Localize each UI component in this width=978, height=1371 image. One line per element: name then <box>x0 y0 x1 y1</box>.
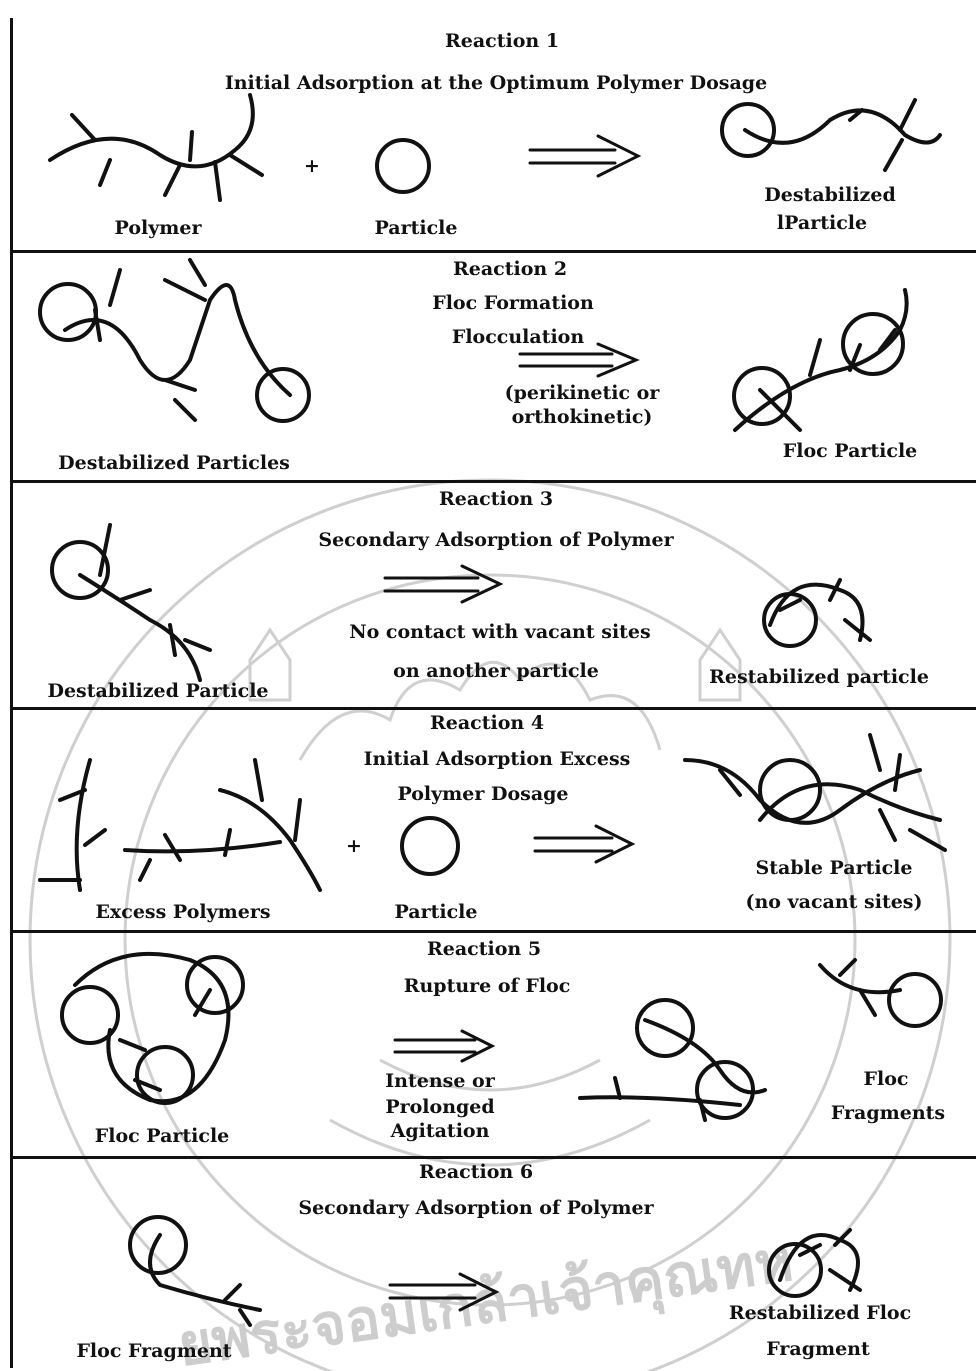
r6-label-floc-fragment: Floc Fragment <box>76 1340 231 1362</box>
r1-label-polymer: Polymer <box>115 217 202 239</box>
r4-label-no-vacant-sites: (no vacant sites) <box>746 891 923 913</box>
r1-arrow <box>530 136 638 176</box>
r4-excess-polymers <box>40 760 320 890</box>
r1-title: Reaction 1 <box>445 30 559 52</box>
r2-title: Reaction 2 <box>453 258 567 280</box>
r3-title: Reaction 3 <box>439 488 553 510</box>
r5-note-1: Intense or <box>385 1070 494 1092</box>
r4-stable-particle <box>685 735 945 850</box>
r2-label-destabilized-particles: Destabilized Particles <box>58 452 290 474</box>
r6-restabilized-floc-fragment <box>769 1230 860 1296</box>
r4-plus: + <box>346 835 362 857</box>
r6-label-fragment: Fragment <box>766 1338 870 1360</box>
r5-floc-particle <box>62 954 243 1103</box>
r1-polymer-chain <box>50 95 262 200</box>
r5-label-floc: Floc <box>864 1068 909 1090</box>
r5-note-3: Agitation <box>391 1120 490 1142</box>
r1-label-particle-2: lParticle <box>777 212 867 234</box>
r4-particle-circle <box>402 818 458 874</box>
r1-particle-circle <box>377 140 429 192</box>
r1-label-particle: Particle <box>375 217 458 239</box>
r2-subtitle-1: Floc Formation <box>432 292 594 314</box>
r3-note-1: No contact with vacant sites <box>349 621 650 643</box>
r3-restabilized-particle <box>764 580 870 646</box>
r2-subtitle-2: Flocculation <box>452 326 584 348</box>
r6-title: Reaction 6 <box>419 1161 533 1183</box>
r4-arrow <box>535 826 632 862</box>
r5-label-floc-particle: Floc Particle <box>95 1125 230 1147</box>
r4-label-particle: Particle <box>395 901 478 923</box>
r6-subtitle: Secondary Adsorption of Polymer <box>298 1197 653 1219</box>
r5-floc-fragments <box>580 960 941 1120</box>
r3-note-2: on another particle <box>393 660 599 682</box>
r4-title: Reaction 4 <box>430 712 544 734</box>
r1-plus: + <box>304 155 320 177</box>
r3-arrow <box>385 566 500 602</box>
r3-label-destabilized-particle: Destabilized Particle <box>47 680 268 702</box>
r2-note-2: orthokinetic) <box>512 406 653 428</box>
r2-label-floc-particle: Floc Particle <box>783 440 918 462</box>
r4-subtitle-1: Initial Adsorption Excess <box>364 748 631 770</box>
r4-label-stable-particle: Stable Particle <box>756 857 913 879</box>
r2-destabilized-particles <box>40 260 309 421</box>
r2-floc-particle <box>734 290 907 430</box>
r6-arrow <box>390 1274 496 1310</box>
r1-destabilized-particle <box>722 100 940 170</box>
r1-label-destabilized: Destabilized <box>764 184 895 206</box>
r6-floc-fragment <box>130 1217 260 1325</box>
r5-title: Reaction 5 <box>427 938 541 960</box>
r2-arrow <box>520 344 636 376</box>
r5-note-2: Prolonged <box>385 1096 494 1118</box>
r5-label-fragments: Fragments <box>831 1102 945 1124</box>
r5-arrow <box>395 1031 492 1061</box>
r3-subtitle: Secondary Adsorption of Polymer <box>318 529 673 551</box>
r5-subtitle: Rupture of Floc <box>404 975 571 997</box>
r2-note-1: (perikinetic or <box>505 382 660 404</box>
r1-subtitle: Initial Adsorption at the Optimum Polyme… <box>225 72 767 94</box>
r3-destabilized-particle <box>52 525 210 680</box>
r6-label-restabilized-floc: Restabilized Floc <box>729 1302 911 1324</box>
r4-label-excess-polymers: Excess Polymers <box>95 901 270 923</box>
r4-subtitle-2: Polymer Dosage <box>397 783 568 805</box>
r3-label-restabilized-particle: Restabilized particle <box>709 666 929 688</box>
